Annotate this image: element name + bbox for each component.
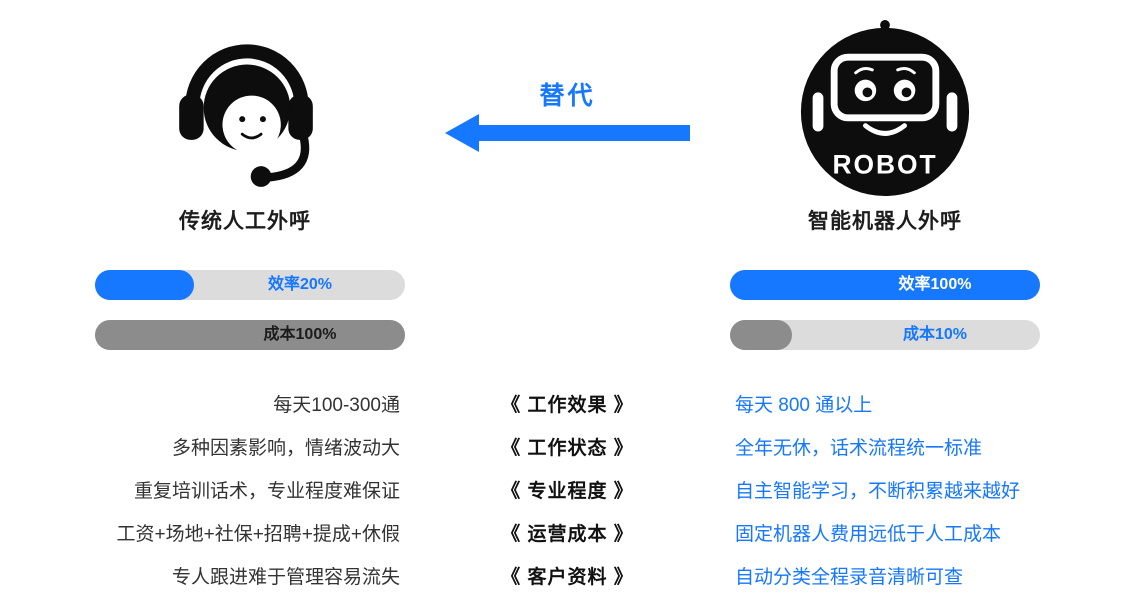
comparison-row-work-result: 每天100-300通 《 工作效果 》 每天 800 通以上 (0, 384, 1135, 427)
row-right-text: 每天 800 通以上 (735, 395, 873, 416)
comparison-row-professionalism: 重复培训话术，专业程度难保证 《 专业程度 》 自主智能学习，不断积累越来越好 (0, 470, 1135, 513)
right-title: 智能机器人外呼 (808, 210, 962, 233)
replace-label: 替代 (539, 82, 596, 110)
comparison-table: 每天100-300通 《 工作效果 》 每天 800 通以上 多种因素影响，情绪… (0, 384, 1135, 599)
row-left-text: 重复培训话术，专业程度难保证 (133, 481, 400, 502)
row-center-label: 《 运营成本 》 (501, 524, 634, 545)
row-left-text: 专人跟进难于管理容易流失 (171, 567, 400, 588)
comparison-row-customer-data: 专人跟进难于管理容易流失 《 客户资料 》 自动分类全程录音清晰可查 (0, 556, 1135, 599)
left-cost-fill (95, 320, 405, 350)
right-efficiency-label: 效率100% (898, 276, 972, 293)
agent-headset-graphic (179, 44, 313, 187)
replace-arrow-icon (445, 112, 690, 154)
robot-graphic: ROBOT (800, 20, 970, 197)
left-efficiency-label: 效率20% (267, 276, 333, 293)
row-right-text: 固定机器人费用远低于人工成本 (735, 524, 1002, 545)
left-efficiency-bar: 效率20% (95, 270, 405, 300)
right-cost-bar: 成本10% (730, 320, 1040, 350)
right-cost-fill (730, 320, 792, 350)
row-right-text: 自主智能学习，不断积累越来越好 (735, 481, 1021, 502)
right-efficiency-fill (730, 270, 1040, 300)
right-efficiency-bar: 效率100% (730, 270, 1040, 300)
left-cost-label: 成本100% (263, 326, 337, 343)
left-efficiency-fill (95, 270, 195, 300)
row-left-text: 工资+场地+社保+招聘+提成+休假 (116, 524, 400, 545)
row-right-text: 自动分类全程录音清晰可查 (735, 567, 964, 588)
customer-service-agent-icon (166, 14, 326, 201)
arrow-shape (445, 114, 690, 152)
row-left-text: 多种因素影响，情绪波动大 (171, 438, 400, 459)
comparison-row-operating-cost: 工资+场地+社保+招聘+提成+休假 《 运营成本 》 固定机器人费用远低于人工成… (0, 513, 1135, 556)
left-cost-bar: 成本100% (95, 320, 405, 350)
row-center-label: 《 工作效果 》 (501, 395, 634, 416)
row-center-label: 《 工作状态 》 (501, 438, 634, 459)
row-center-label: 《 客户资料 》 (501, 567, 634, 588)
comparison-row-work-state: 多种因素影响，情绪波动大 《 工作状态 》 全年无休，话术流程统一标准 (0, 427, 1135, 470)
robot-text: ROBOT (832, 150, 937, 180)
row-center-label: 《 专业程度 》 (501, 481, 634, 502)
robot-avatar-icon: ROBOT (797, 20, 973, 203)
row-right-text: 全年无休，话术流程统一标准 (735, 438, 983, 459)
right-cost-label: 成本10% (902, 326, 968, 343)
row-left-text: 每天100-300通 (273, 395, 400, 416)
left-title: 传统人工外呼 (179, 210, 311, 233)
